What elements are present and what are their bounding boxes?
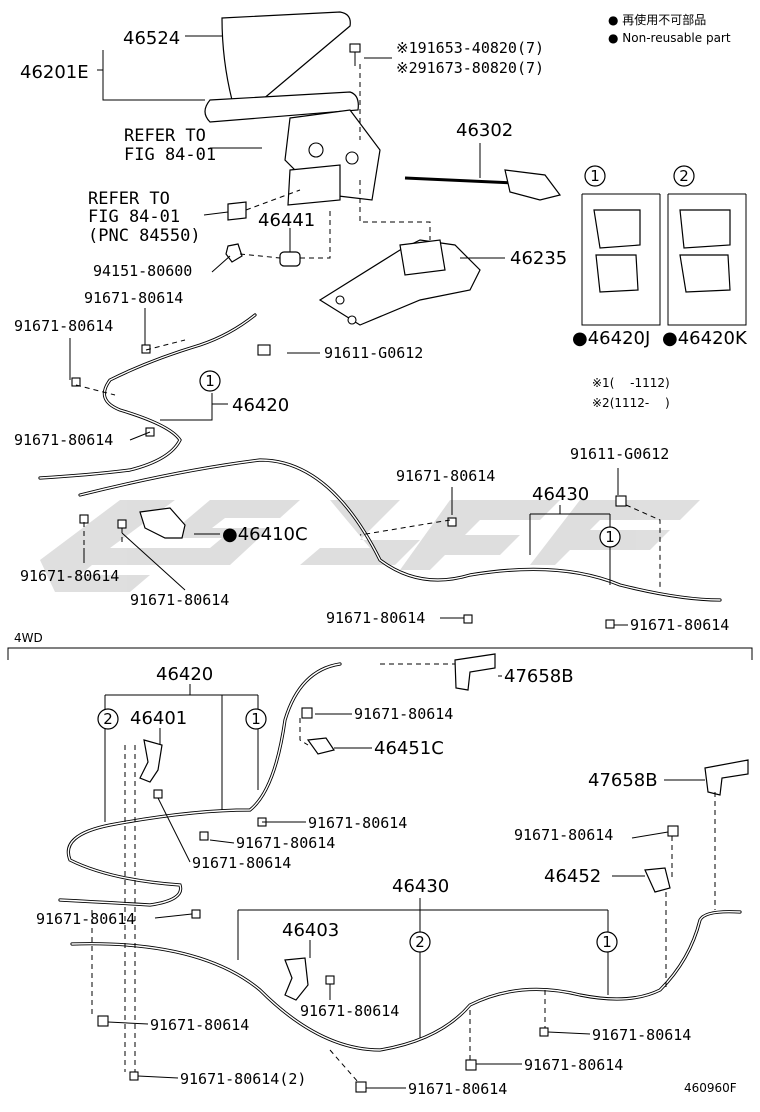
label-91671-e: 91671-80614 [20, 567, 119, 585]
label-46420-top: 46420 [232, 395, 289, 416]
label-91611-b: 91611-G0612 [570, 445, 669, 463]
label-46403: 46403 [282, 920, 339, 941]
label-bolt-91673: ※291673-80820(7) [396, 59, 544, 77]
label-refer-1b: FIG 84-01 [124, 145, 216, 165]
label-46410C: ●46410C [222, 524, 308, 545]
circled-numbers-4wd: 2 1 2 1 [97, 708, 618, 953]
dashed-leaders-top [75, 64, 661, 590]
circle-1-cable-46420: 1 [205, 372, 215, 390]
label-91671-d: 91671-80614 [396, 467, 495, 485]
label-46420J: ●46420J [572, 328, 650, 349]
label-46524: 46524 [123, 28, 180, 49]
label-91671-c: 91671-80614 [14, 431, 113, 449]
note-2: ※2(1112- ) [592, 396, 670, 410]
label-46430-top: 46430 [532, 484, 589, 505]
leaders-4wd [104, 675, 705, 1089]
bracket-47658B-1 [454, 653, 496, 691]
label-47658B-1: 47658B [504, 666, 574, 687]
label-46452: 46452 [544, 866, 601, 887]
adjuster-46441 [279, 251, 301, 267]
label-refer-1a: REFER TO [124, 126, 206, 146]
label-91671-4wd-11: 91671-80614(2) [180, 1070, 306, 1088]
legend: ● 再使用不可部品 ● Non-reusable part [608, 12, 731, 45]
label-46451C: 46451C [374, 738, 444, 759]
label-46401: 46401 [130, 708, 187, 729]
label-refer-2a: REFER TO [88, 189, 170, 209]
leaders-top [69, 35, 628, 626]
bracket-46235 [318, 239, 481, 326]
label-91671-4wd-12: 91671-80614 [408, 1080, 507, 1098]
label-91671-4wd-1: 91671-80614 [354, 705, 453, 723]
circle-1-cable-46430: 1 [605, 528, 615, 546]
label-91611-a: 91611-G0612 [324, 344, 423, 362]
bracket-46451C [306, 737, 335, 755]
label-91671-f: 91671-80614 [130, 591, 229, 609]
circled-numbers-top: 1 2 1 1 [199, 165, 695, 548]
label-46420-4wd: 46420 [156, 664, 213, 685]
label-94151: 94151-80600 [93, 262, 192, 280]
clip-detail-46420J [581, 193, 661, 326]
label-91671-4wd-2: 91671-80614 [308, 814, 407, 832]
label-91671-4wd-9: 91671-80614 [592, 1026, 691, 1044]
label-91671-4wd-10: 91671-80614 [524, 1056, 623, 1074]
cable-46420-top [38, 313, 257, 480]
circle-2-top: 2 [679, 167, 689, 185]
bolt-top-91653 [349, 43, 361, 66]
clip-refer-84550 [227, 201, 247, 221]
bracket-46403 [284, 957, 309, 1001]
diagram-code: 460960F [684, 1081, 737, 1095]
bracket-46401 [139, 739, 163, 783]
label-91671-b: 91671-80614 [14, 317, 113, 335]
legend-jp: ● 再使用不可部品 [608, 12, 706, 27]
lever-cover-46524 [221, 11, 351, 101]
note-1: ※1( -1112) [592, 376, 670, 390]
label-46201E: 46201E [20, 62, 89, 83]
label-46420K: ●46420K [662, 328, 748, 349]
circle-1-4wd-b: 1 [602, 933, 612, 951]
rod-46302 [404, 169, 562, 201]
label-46235: 46235 [510, 248, 567, 269]
legend-en: ● Non-reusable part [608, 31, 731, 45]
label-91671-4wd-8: 91671-80614 [150, 1016, 249, 1034]
dashed-leaders-4wd [91, 663, 716, 1083]
clip-detail-46420K [667, 193, 747, 326]
label-47658B-2: 47658B [588, 770, 658, 791]
lever-assembly-46201E [204, 91, 381, 206]
label-91671-4wd-5: 91671-80614 [514, 826, 613, 844]
labels-4wd: 46420 46401 91671-80614 46451C 47658B 47… [36, 664, 691, 1098]
section-4wd-frame: 4WD [7, 631, 753, 660]
labels-top: 46524 46201E REFER TO FIG 84-01 REFER TO… [14, 28, 748, 634]
bracket-46452 [644, 867, 671, 893]
label-91671-4wd-6: 91671-80614 [36, 910, 135, 928]
cable-46420-4wd [58, 662, 342, 907]
label-91671-4wd-3: 91671-80614 [236, 834, 335, 852]
circle-1-4wd-a: 1 [251, 710, 261, 728]
label-91671-4wd-7: 91671-80614 [300, 1002, 399, 1020]
label-46441: 46441 [258, 210, 315, 231]
nut-94151 [225, 243, 243, 263]
bracket-46410C [139, 507, 186, 539]
label-refer-2c: (PNC 84550) [88, 226, 201, 246]
label-46302: 46302 [456, 120, 513, 141]
label-46430-4wd: 46430 [392, 876, 449, 897]
bracket-47658B-2 [704, 759, 749, 796]
circle-2-4wd-a: 2 [103, 710, 113, 728]
label-refer-2b: FIG 84-01 [88, 207, 180, 227]
circle-2-4wd-b: 2 [415, 933, 425, 951]
label-91671-a: 91671-80614 [84, 289, 183, 307]
label-91671-g: 91671-80614 [326, 609, 425, 627]
circle-1-top: 1 [590, 167, 600, 185]
cable-46430-4wd [70, 910, 742, 1052]
label-91671-h: 91671-80614 [630, 616, 729, 634]
cable-46430-top [78, 458, 722, 602]
label-bolt-91653: ※191653-40820(7) [396, 39, 544, 57]
section-4wd-title: 4WD [14, 631, 43, 645]
label-91671-4wd-4: 91671-80614 [192, 854, 291, 872]
bolts-4wd-section [97, 707, 679, 1093]
